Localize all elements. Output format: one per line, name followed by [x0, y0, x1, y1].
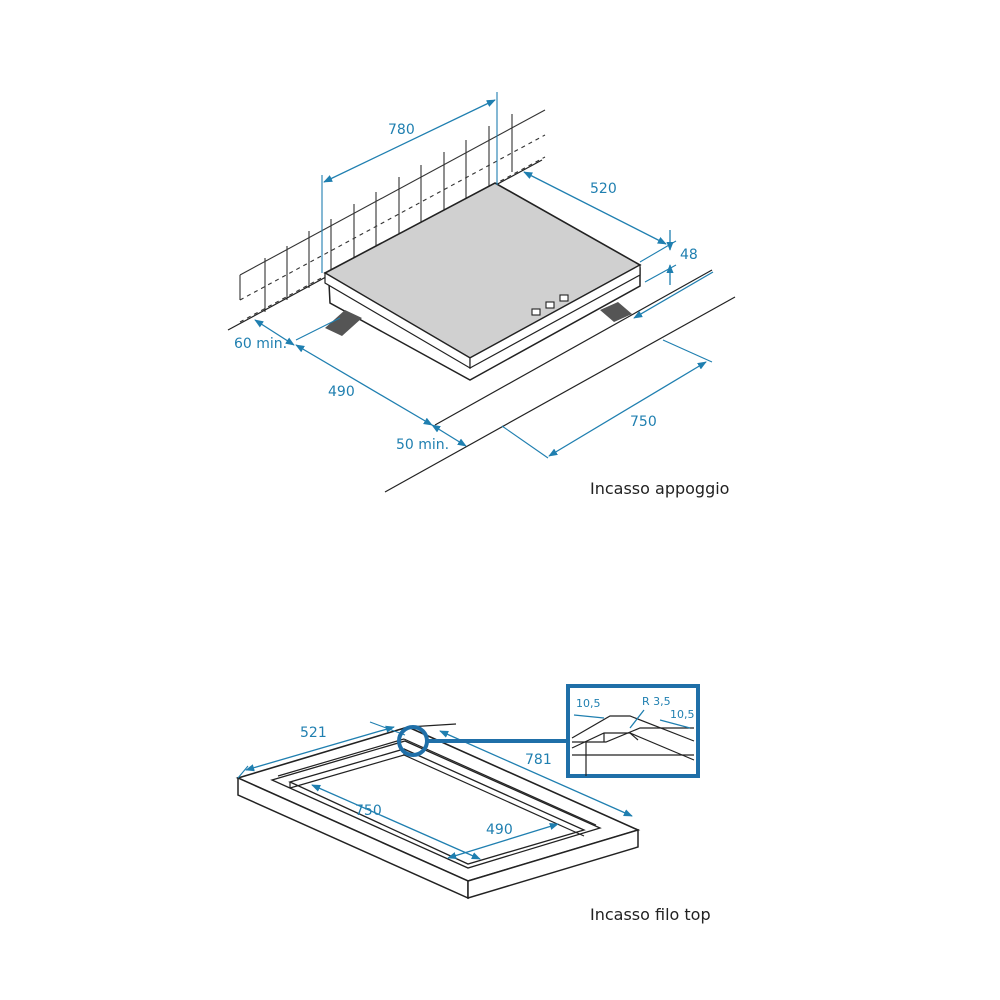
dim-width-label: 780 — [388, 122, 415, 138]
dim-frame-width: 781 — [439, 730, 633, 817]
hob-foot-left — [325, 310, 362, 336]
caption-bottom: Incasso filo top — [590, 905, 711, 924]
detail-step-right-label: 10,5 — [670, 708, 695, 721]
detail-step-left-label: 10,5 — [576, 697, 601, 710]
dim-front-clearance: 50 min. — [396, 424, 467, 453]
dim-height: 48 — [644, 230, 698, 285]
dim-cutout-width: 750 — [501, 271, 714, 459]
dim-frame-depth: 521 — [237, 721, 406, 779]
dim-wall-clearance-label: 60 min. — [234, 336, 287, 352]
dim-depth-label: 520 — [590, 181, 617, 197]
hob — [323, 182, 642, 381]
caption-top: Incasso appoggio — [590, 479, 729, 498]
hob-top — [323, 182, 642, 359]
dim-cutout-depth-label: 490 — [328, 384, 355, 400]
dim-inner-depth: 490 — [447, 822, 559, 860]
dim-width: 780 — [321, 92, 498, 273]
control-knob — [531, 308, 541, 316]
dim-frame-depth-label: 521 — [300, 725, 327, 741]
top-drawing: 780 520 48 60 min. 490 50 m — [227, 92, 736, 498]
detail-box: 10,5 R 3,5 10,5 — [566, 684, 700, 778]
dim-inner-depth-label: 490 — [486, 822, 513, 838]
dim-front-clearance-label: 50 min. — [396, 437, 449, 453]
detail-radius-label: R 3,5 — [642, 695, 671, 708]
bottom-drawing: 521 781 750 490 — [235, 684, 711, 924]
hob-foot-right — [600, 302, 632, 322]
dim-cutout-width-label: 750 — [630, 414, 657, 430]
dim-depth: 520 — [523, 171, 677, 263]
control-knob — [559, 294, 569, 302]
dim-wall-clearance: 60 min. — [234, 319, 295, 352]
control-knob — [545, 301, 555, 309]
dim-inner-width-label: 750 — [355, 803, 382, 819]
dim-frame-width-label: 781 — [525, 752, 552, 768]
hob-side-edge — [469, 263, 641, 370]
dim-cutout-depth: 490 — [295, 317, 433, 426]
dim-height-label: 48 — [680, 247, 698, 263]
